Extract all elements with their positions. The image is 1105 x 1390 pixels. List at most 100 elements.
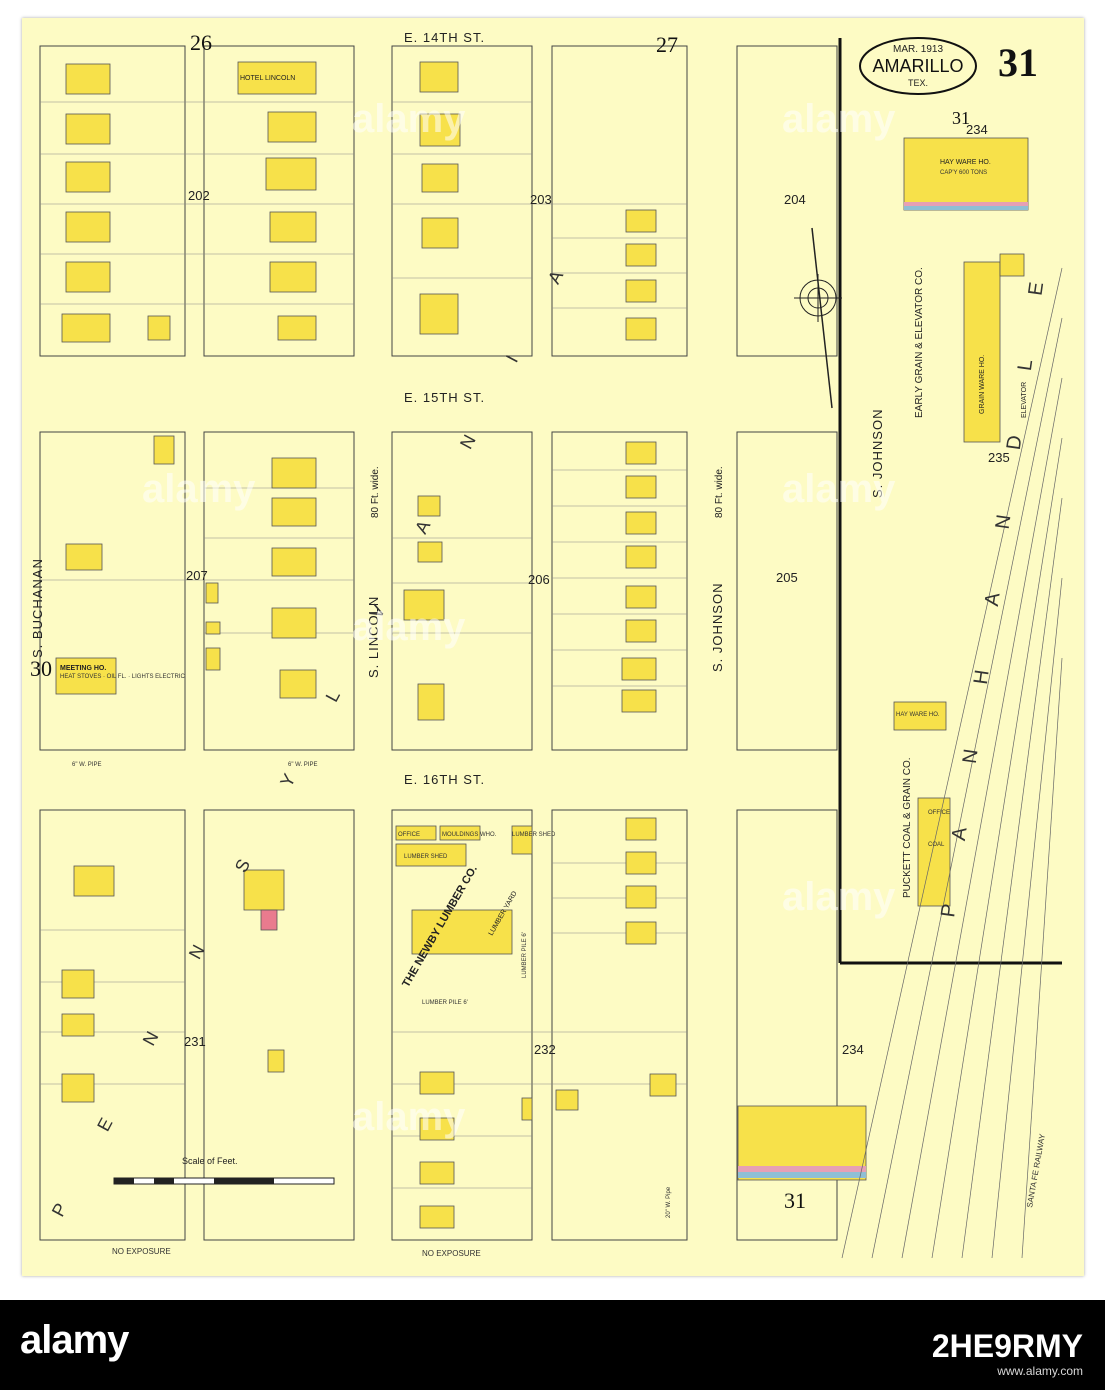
map-date: MAR. 1913: [893, 44, 943, 55]
water-pipe-label: 6" W. PIPE: [72, 762, 101, 768]
no-exposure-label: NO EXPOSURE: [112, 1247, 171, 1256]
block-number: 203: [530, 192, 552, 207]
watermark: alamy: [782, 467, 896, 511]
block-number: 204: [784, 192, 806, 207]
street-e16: E. 16TH ST.: [404, 772, 485, 787]
lumber-pile-label: LUMBER PILE 6': [422, 1000, 468, 1006]
watermark: alamy: [352, 605, 466, 649]
city-blocks: [39, 45, 838, 1241]
hotel-lincoln-label: HOTEL LINCOLN: [240, 75, 295, 82]
puckett-office-label: OFFICE: [928, 810, 950, 816]
block-number: 231: [184, 1034, 206, 1049]
footer-logo: alamy: [20, 1318, 129, 1362]
elevator-label: ELEVATOR: [1021, 382, 1028, 418]
meeting-house-label: MEETING HO.: [60, 665, 106, 672]
hay-warehouse-2: [893, 701, 947, 731]
street-johnson-mid: S. JOHNSON: [710, 583, 725, 672]
block-number: 232: [534, 1042, 556, 1057]
no-exposure-label-2: NO EXPOSURE: [422, 1249, 481, 1258]
lumber-shed-2-label: LUMBER SHED: [512, 832, 556, 838]
block-202-east: [203, 45, 355, 357]
block-203-east: [551, 45, 688, 357]
pipe-note: 20" W. Pipe: [666, 1186, 672, 1218]
lot-lines: [40, 101, 687, 1189]
block-203-west: [391, 45, 533, 357]
block-207-west: [39, 431, 186, 751]
meeting-house-note: HEAT STOVES · OIL FL. · LIGHTS ELECTRIC: [60, 674, 185, 680]
hotel-lincoln-building: [237, 61, 317, 95]
title-cartouche: [859, 37, 977, 95]
grain-warehouse-label: GRAIN WARE HO.: [979, 355, 986, 414]
hay-warehouse-2-label: HAY WARE HO.: [896, 712, 940, 718]
sanborn-map: MAR. 1913 AMARILLO TEX. 31 26 27 30 31 3…: [30, 30, 1063, 1259]
block-231-west: [39, 809, 186, 1241]
watermark: alamy: [782, 97, 896, 141]
railroad-tracks: [841, 267, 1063, 1259]
mouldings-label: MOULDINGS WHO.: [442, 832, 497, 838]
map-state: TEX.: [908, 78, 928, 88]
scale-bar: [113, 1177, 335, 1185]
watermark: alamy: [782, 875, 896, 919]
block-202-west: [39, 45, 186, 357]
lumber-pile-label-2: LUMBER PILE 6': [522, 932, 528, 978]
street-width-lincoln: 80 Ft. wide.: [370, 466, 381, 518]
railroad-santa-fe: SANTA FE RAILWAY: [1025, 1132, 1047, 1208]
lumber-shed: [395, 843, 467, 867]
block-207-east: [203, 431, 355, 751]
block-number: 234: [842, 1042, 864, 1057]
footer-url: www.alamy.com: [997, 1364, 1083, 1378]
hay-warehouse-1: [903, 137, 1029, 211]
block-234-south: [736, 809, 838, 1241]
block-232-west: [391, 809, 533, 1241]
block-number: 234: [966, 122, 988, 137]
dwellings: [55, 61, 1029, 1229]
block-232-east: [551, 809, 688, 1241]
water-pipe-label-2: 6" W. PIPE: [288, 762, 317, 768]
footer-bar: [0, 1300, 1105, 1390]
railroad-pennsylvania: P E N N S Y L V A N I A: [48, 232, 586, 1220]
grain-warehouse: [963, 261, 1001, 443]
newby-lumber-office: [411, 909, 513, 955]
image-id: 2HE9RMY: [931, 1328, 1083, 1364]
sheet-number: 31: [998, 40, 1038, 85]
stable-x: [205, 647, 221, 671]
meeting-house-building: [55, 657, 117, 695]
sheet-ref-top-right: 31: [952, 108, 970, 128]
early-grain-label: EARLY GRAIN & ELEVATOR CO.: [914, 267, 925, 418]
block-number: 206: [528, 572, 550, 587]
street-e15: E. 15TH ST.: [404, 390, 485, 405]
block-number: 205: [776, 570, 798, 585]
brick-building: [260, 909, 278, 931]
sheet-ref-top-mid: 27: [656, 32, 678, 57]
hay-warehouse-note: CAP'Y 600 TONS: [940, 170, 987, 176]
block-205: [736, 431, 838, 751]
compass-rose-icon: [794, 227, 842, 409]
puckett-building: [917, 797, 951, 907]
map-sheet: MAR. 1913 AMARILLO TEX. 31 26 27 30 31 3…: [22, 18, 1084, 1276]
map-city: AMARILLO: [872, 56, 963, 76]
block-number: 235: [988, 450, 1010, 465]
street-johnson-right: S. JOHNSON: [870, 409, 885, 498]
lumber-shed-label: LUMBER SHED: [404, 854, 448, 860]
block-231-east: [203, 809, 355, 1241]
block-number: 207: [186, 568, 208, 583]
street-width-johnson: 80 Ft. wide.: [714, 466, 725, 518]
lumber-office-label: OFFICE: [398, 832, 420, 838]
block-number: 202: [188, 188, 210, 203]
watermark: alamy: [352, 1095, 466, 1139]
block-206-west: [391, 431, 533, 751]
block-206-east: [551, 431, 688, 751]
street-lincoln: S. LINCOLN: [366, 596, 381, 678]
block-204: [736, 45, 838, 357]
watermark: alamy: [352, 97, 466, 141]
watermark: alamy: [142, 467, 256, 511]
scale-label: Scale of Feet.: [182, 1156, 238, 1166]
sheet-ref-top-left: 26: [190, 30, 212, 55]
puckett-coal-label: COAL: [928, 842, 945, 848]
sheet-ref-bottom-right: 31: [784, 1188, 806, 1213]
hay-warehouse-label: HAY WARE HO.: [940, 159, 991, 166]
puckett-label: PUCKETT COAL & GRAIN CO.: [902, 757, 913, 898]
sheet-ref-left-mid: 30: [30, 656, 52, 681]
street-buchanan: S. BUCHANAN: [30, 558, 45, 658]
street-e14: E. 14TH ST.: [404, 30, 485, 45]
